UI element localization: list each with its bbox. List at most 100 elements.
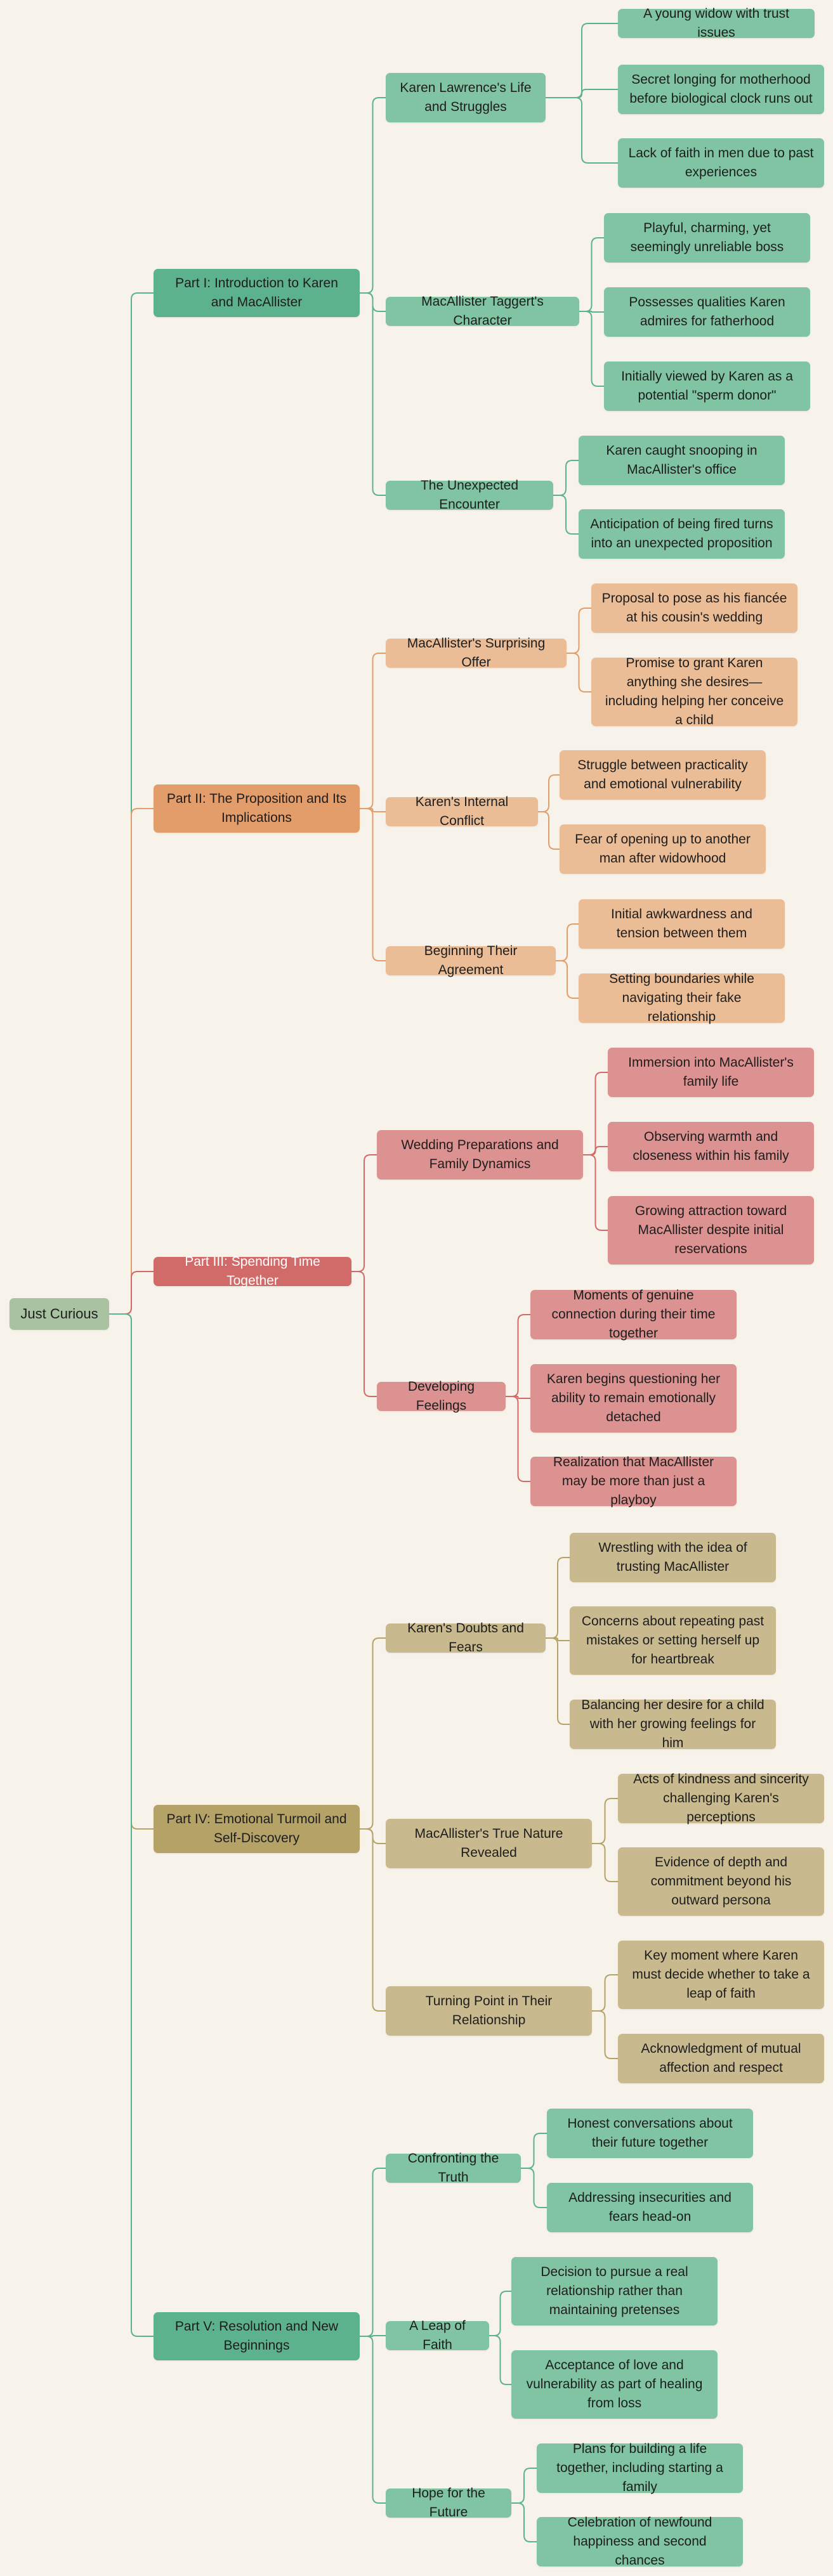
edge-part-5-to-section-3 bbox=[360, 2336, 386, 2504]
edge-section-2-1-to-leaf-2 bbox=[567, 653, 591, 693]
leaf-node: Evidence of depth and commitment beyond … bbox=[618, 1847, 824, 1916]
section-node-turning-point-in-their-relationship: Turning Point in Their Relationship bbox=[386, 1986, 592, 2036]
edge-section-1-1-to-leaf-2 bbox=[546, 89, 618, 98]
leaf-node: Acknowledgment of mutual affection and r… bbox=[618, 2034, 824, 2083]
section-node-the-unexpected-encounter: The Unexpected Encounter bbox=[386, 478, 553, 512]
edge-section-2-2-to-leaf-2 bbox=[538, 811, 560, 850]
section-node-karen-lawrence-s-life-and-struggles: Karen Lawrence's Life and Struggles bbox=[386, 73, 546, 122]
leaf-node: Plans for building a life together, incl… bbox=[537, 2442, 743, 2494]
leaf-node: Wrestling with the idea of trusting MacA… bbox=[570, 1533, 776, 1582]
section-node-macallister-taggert-s-character: MacAllister Taggert's Character bbox=[386, 294, 579, 328]
edge-section-1-2-to-leaf-3 bbox=[579, 311, 604, 387]
edge-root-to-part-5 bbox=[109, 1313, 154, 2337]
leaf-node: Karen caught snooping in MacAllister's o… bbox=[579, 436, 785, 485]
section-node-beginning-their-agreement: Beginning Their Agreement bbox=[386, 944, 556, 977]
edge-section-1-2-to-leaf-1 bbox=[579, 237, 604, 312]
leaf-node: Proposal to pose as his fiancée at his c… bbox=[591, 583, 797, 633]
leaf-node: Immersion into MacAllister's family life bbox=[608, 1048, 814, 1097]
leaf-node: Secret longing for motherhood before bio… bbox=[618, 65, 824, 114]
leaf-node: Acts of kindness and sincerity challengi… bbox=[618, 1772, 824, 1825]
section-node-a-leap-of-faith: A Leap of Faith bbox=[386, 2319, 489, 2352]
leaf-node: Struggle between practicality and emotio… bbox=[560, 750, 766, 800]
edge-section-4-1-to-leaf-1 bbox=[546, 1557, 570, 1639]
leaf-node: Promise to grant Karen anything she desi… bbox=[591, 656, 797, 727]
edge-section-5-1-to-leaf-2 bbox=[521, 2168, 547, 2208]
edge-section-4-1-to-leaf-3 bbox=[546, 1637, 570, 1725]
edge-section-4-1-to-leaf-2 bbox=[546, 1637, 570, 1641]
leaf-node: Initially viewed by Karen as a potential… bbox=[604, 361, 810, 411]
part-node-4: Part IV: Emotional Turmoil and Self-Disc… bbox=[154, 1805, 360, 1853]
root-node: Just Curious bbox=[10, 1298, 109, 1330]
edge-part-2-to-section-3 bbox=[360, 808, 386, 961]
edge-section-5-1-to-leaf-1 bbox=[521, 2133, 547, 2169]
leaf-node: Lack of faith in men due to past experie… bbox=[618, 138, 824, 188]
part-node-1: Part I: Introduction to Karen and MacAll… bbox=[154, 269, 360, 317]
section-node-macallister-s-surprising-offer: MacAllister's Surprising Offer bbox=[386, 636, 567, 670]
leaf-node: Realization that MacAllister may be more… bbox=[530, 1455, 737, 1507]
edge-section-3-1-to-leaf-1 bbox=[583, 1072, 608, 1155]
section-node-hope-for-the-future: Hope for the Future bbox=[386, 2486, 511, 2520]
edge-section-2-3-to-leaf-2 bbox=[556, 960, 579, 999]
section-node-karen-s-internal-conflict: Karen's Internal Conflict bbox=[386, 795, 538, 828]
leaf-node: Honest conversations about their future … bbox=[547, 2109, 753, 2158]
leaf-node: Growing attraction toward MacAllister de… bbox=[608, 1196, 814, 1265]
edge-section-2-3-to-leaf-1 bbox=[556, 923, 579, 961]
leaf-node: A young widow with trust issues bbox=[618, 6, 815, 40]
edge-part-3-to-section-2 bbox=[351, 1271, 377, 1397]
leaf-node: Fear of opening up to another man after … bbox=[560, 824, 766, 874]
part-node-3: Part III: Spending Time Together bbox=[154, 1254, 351, 1288]
edge-section-3-1-to-leaf-2 bbox=[583, 1146, 608, 1155]
section-node-confronting-the-truth: Confronting the Truth bbox=[386, 2151, 521, 2185]
leaf-node: Acceptance of love and vulnerability as … bbox=[511, 2350, 718, 2419]
edge-section-3-2-to-leaf-3 bbox=[506, 1396, 530, 1482]
edge-part-2-to-section-1 bbox=[360, 653, 386, 809]
part-node-2: Part II: The Proposition and Its Implica… bbox=[154, 784, 360, 833]
edge-part-3-to-section-1 bbox=[351, 1154, 377, 1272]
edge-section-4-2-to-leaf-2 bbox=[592, 1843, 618, 1882]
edge-root-to-part-2 bbox=[109, 808, 154, 1315]
edge-section-1-1-to-leaf-1 bbox=[546, 23, 618, 98]
edge-part-2-to-section-2 bbox=[360, 808, 386, 812]
part-node-5: Part V: Resolution and New Beginnings bbox=[154, 2312, 360, 2360]
edge-section-3-2-to-leaf-1 bbox=[506, 1314, 530, 1397]
leaf-node: Concerns about repeating past mistakes o… bbox=[570, 1606, 776, 1675]
edge-section-1-3-to-leaf-2 bbox=[553, 495, 579, 535]
edge-section-4-2-to-leaf-1 bbox=[592, 1798, 618, 1844]
leaf-node: Possesses qualities Karen admires for fa… bbox=[604, 287, 810, 337]
edge-part-1-to-section-1 bbox=[360, 97, 386, 294]
edge-section-1-3-to-leaf-1 bbox=[553, 460, 579, 496]
edge-part-1-to-section-3 bbox=[360, 292, 386, 496]
leaf-node: Setting boundaries while navigating thei… bbox=[579, 972, 785, 1024]
leaf-node: Anticipation of being fired turns into a… bbox=[579, 509, 785, 559]
edge-part-4-to-section-1 bbox=[360, 1637, 386, 1830]
leaf-node: Balancing her desire for a child with he… bbox=[570, 1698, 776, 1750]
leaf-node: Celebration of newfound happiness and se… bbox=[537, 2515, 743, 2568]
leaf-node: Observing warmth and closeness within hi… bbox=[608, 1122, 814, 1171]
leaf-node: Decision to pursue a real relationship r… bbox=[511, 2257, 718, 2326]
edge-section-4-3-to-leaf-2 bbox=[592, 2010, 618, 2059]
leaf-node: Initial awkwardness and tension between … bbox=[579, 899, 785, 949]
edge-section-1-1-to-leaf-3 bbox=[546, 97, 618, 164]
leaf-node: Karen begins questioning her ability to … bbox=[530, 1364, 737, 1433]
section-node-wedding-preparations-and-family-dynamics: Wedding Preparations and Family Dynamics bbox=[377, 1130, 583, 1180]
edge-section-4-3-to-leaf-1 bbox=[592, 1974, 618, 2012]
edge-section-2-1-to-leaf-1 bbox=[567, 608, 591, 654]
leaf-node: Moments of genuine connection during the… bbox=[530, 1288, 737, 1341]
leaf-node: Addressing insecurities and fears head-o… bbox=[547, 2183, 753, 2232]
edge-root-to-part-3 bbox=[109, 1271, 154, 1315]
leaf-node: Key moment where Karen must decide wheth… bbox=[618, 1941, 824, 2009]
edge-section-5-3-to-leaf-1 bbox=[511, 2468, 537, 2504]
edge-section-1-2-to-leaf-2 bbox=[579, 311, 604, 313]
edge-section-5-3-to-leaf-2 bbox=[511, 2502, 537, 2542]
leaf-node: Playful, charming, yet seemingly unrelia… bbox=[604, 213, 810, 263]
edge-section-3-1-to-leaf-3 bbox=[583, 1154, 608, 1231]
edge-section-5-2-to-leaf-2 bbox=[489, 2335, 511, 2385]
edge-part-4-to-section-3 bbox=[360, 1828, 386, 2012]
edge-section-5-2-to-leaf-1 bbox=[489, 2291, 511, 2336]
section-node-karen-s-doubts-and-fears: Karen's Doubts and Fears bbox=[386, 1621, 546, 1655]
edge-part-5-to-section-1 bbox=[360, 2168, 386, 2337]
section-node-developing-feelings: Developing Feelings bbox=[377, 1379, 506, 1413]
edge-section-3-2-to-leaf-2 bbox=[506, 1396, 530, 1399]
